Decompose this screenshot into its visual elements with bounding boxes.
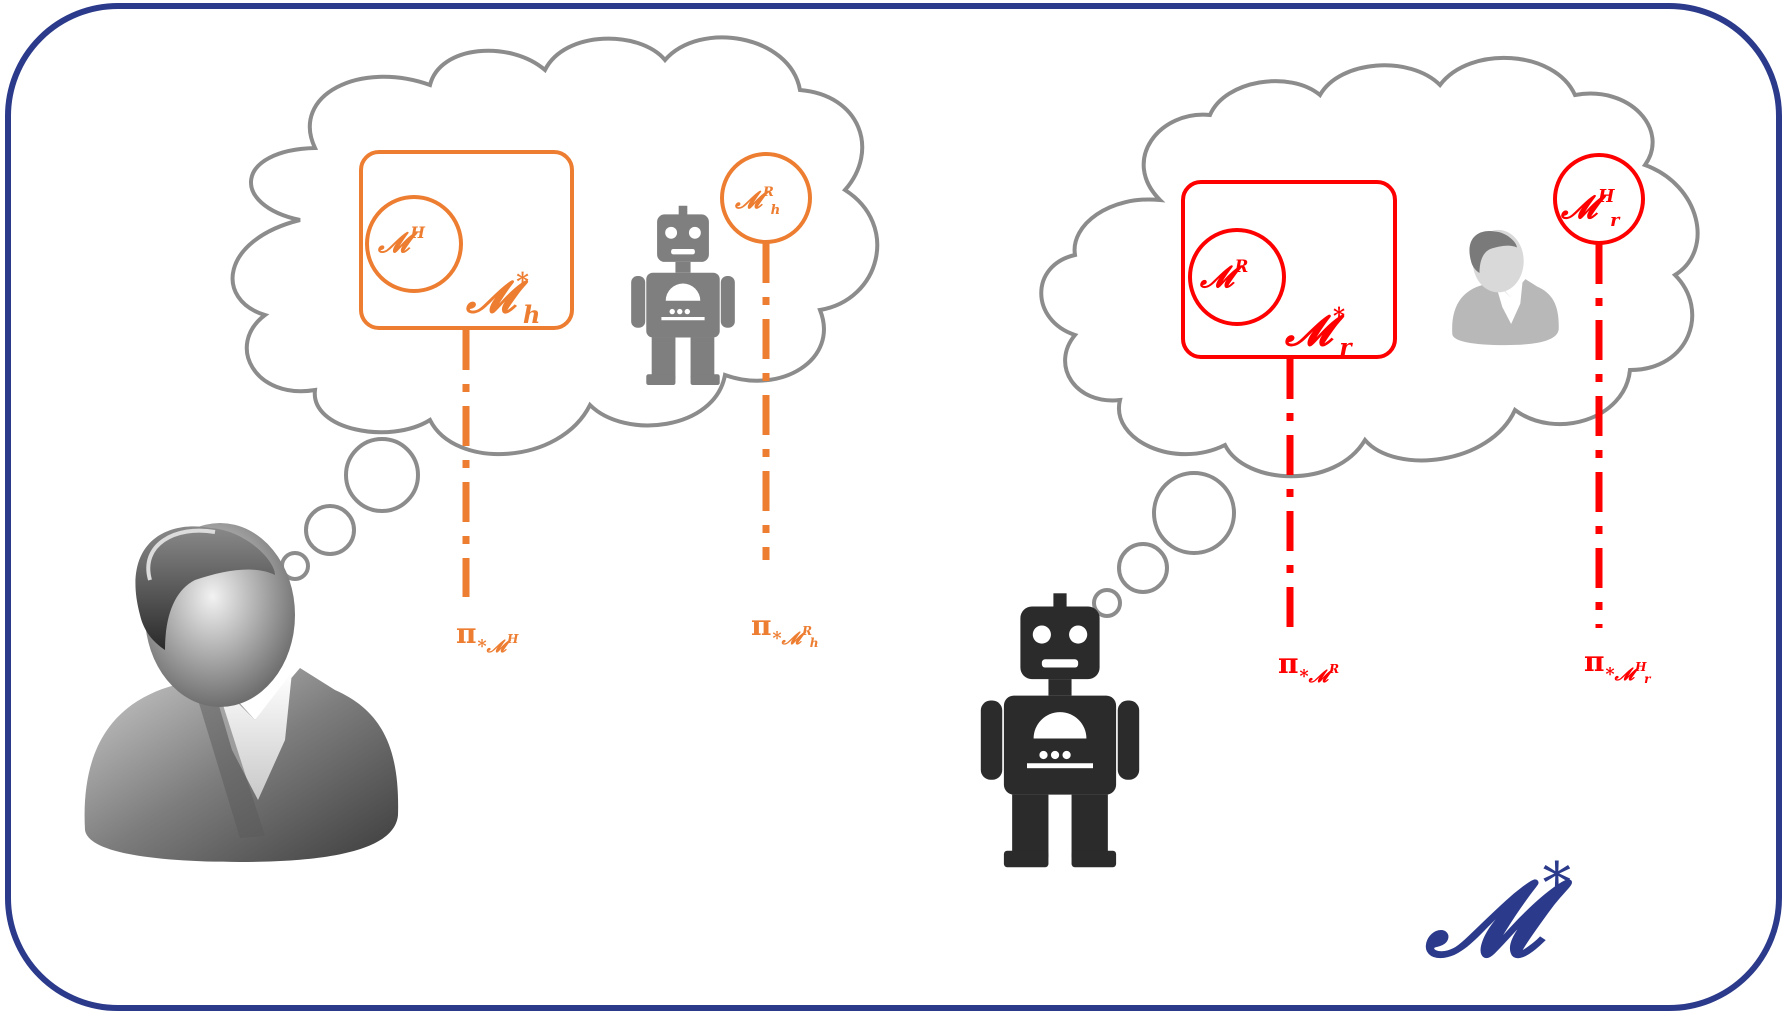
model-base: 𝓜	[1285, 305, 1333, 355]
model-base: 𝓜	[378, 225, 410, 259]
human-mental-model	[359, 150, 812, 330]
human-policy-1-label: π*𝓜H	[456, 620, 519, 656]
robot-inner-model-label: 𝓜R	[1200, 257, 1249, 295]
model-sup: *	[1542, 851, 1572, 917]
robot-mental-model	[1181, 153, 1645, 359]
model-base: 𝓜	[735, 184, 762, 214]
model-base: 𝓜	[1200, 259, 1234, 295]
model-sup: H	[410, 224, 425, 242]
policy-pi: π	[1278, 647, 1299, 680]
policy-star: *	[1605, 664, 1615, 685]
policy-subsub: r	[1644, 671, 1651, 686]
model-sub: r	[1339, 334, 1352, 362]
policy-sup: R	[1329, 661, 1340, 676]
model-sub: h	[522, 299, 541, 329]
robot-policy-1-label: π*𝓜R	[1278, 650, 1339, 686]
robot-policy-lines	[1286, 244, 1603, 628]
policy-sub: *𝓜H	[477, 632, 519, 657]
model-sub: h	[770, 202, 781, 218]
policy-pi: π	[1584, 645, 1605, 678]
policy-base: 𝓜	[781, 628, 802, 649]
robot-human-model-label: 𝓜Hr	[1561, 188, 1619, 229]
policy-subsub: h	[809, 635, 819, 650]
policy-sub: *𝓜R	[1299, 662, 1340, 687]
model-base: 𝓜	[1561, 187, 1597, 226]
model-base: 𝓜	[1425, 856, 1542, 980]
human-robot-model-label: 𝓜Rh	[735, 186, 780, 217]
policy-sup: H	[507, 631, 519, 646]
model-sub: r	[1610, 209, 1620, 231]
human-inner-model-label: 𝓜H	[378, 224, 425, 259]
policy-sub: *𝓜Rh	[772, 624, 819, 650]
policy-sup: R	[802, 623, 813, 638]
policy-sup: H	[1635, 659, 1647, 674]
human-policy-2-label: π*𝓜Rh	[751, 612, 819, 649]
policy-star: *	[1299, 666, 1309, 687]
robot-policy-2-label: π*𝓜Hr	[1584, 648, 1651, 685]
global-model-label: 𝓜*	[1425, 855, 1571, 970]
policy-base: 𝓜	[1614, 664, 1635, 685]
model-sup: H	[1597, 186, 1615, 207]
policy-star: *	[772, 628, 782, 649]
model-sup: *	[1333, 303, 1346, 330]
policy-pi: π	[456, 617, 477, 650]
model-sup: *	[516, 267, 529, 296]
robot-thought-cloud	[1039, 55, 1700, 618]
model-sup: R	[1234, 257, 1249, 276]
human-avatar-icon	[84, 523, 399, 862]
policy-base: 𝓜	[1308, 666, 1329, 687]
model-sup: R	[762, 185, 774, 200]
robot-outer-model-label: 𝓜* r	[1285, 305, 1352, 359]
human-outer-model-label: 𝓜* h	[466, 267, 541, 329]
human-thought-cloud	[230, 35, 880, 581]
model-base: 𝓜	[466, 271, 516, 323]
policy-star: *	[477, 636, 487, 657]
policy-sub: *𝓜Hr	[1605, 660, 1651, 686]
human-avatar-icon	[1452, 229, 1559, 346]
human-policy-lines	[462, 243, 770, 597]
policy-base: 𝓜	[486, 636, 507, 657]
policy-pi: π	[751, 609, 772, 642]
